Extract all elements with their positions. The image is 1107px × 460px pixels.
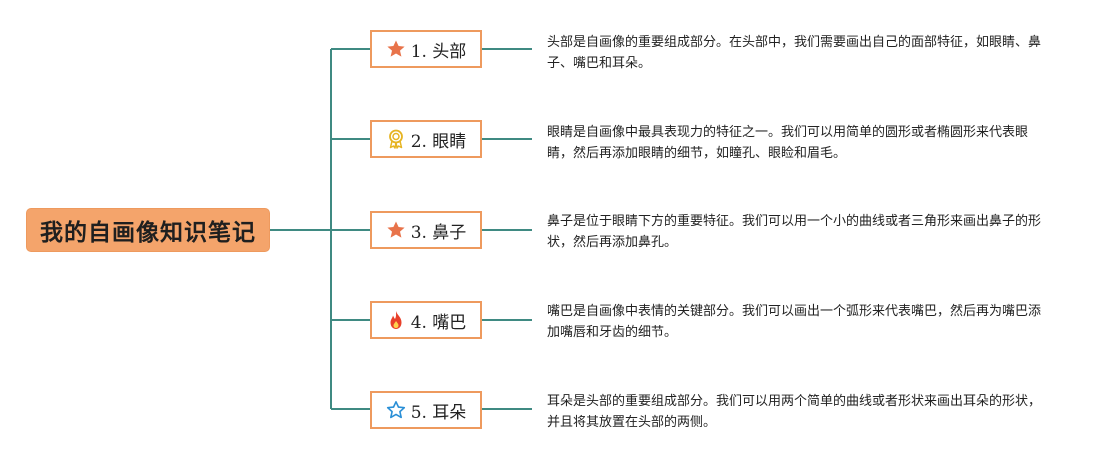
topic-node-eyes[interactable]: 2. 眼睛 [370, 120, 482, 158]
flame-icon [386, 310, 406, 330]
topic-node-ears[interactable]: 5. 耳朵 [370, 391, 482, 429]
topic-description: 头部是自画像的重要组成部分。在头部中，我们需要画出自己的面部特征，如眼睛、鼻子、… [547, 35, 1042, 71]
topic-description: 眼睛是自画像中最具表现力的特征之一。我们可以用简单的圆形或者椭圆形来代表眼睛，然… [547, 125, 1029, 161]
topic-description: 嘴巴是自画像中表情的关键部分。我们可以画出一个弧形来代表嘴巴，然后再为嘴巴添加嘴… [547, 304, 1042, 340]
root-node[interactable]: 我的自画像知识笔记 [26, 208, 270, 252]
topic-node-head[interactable]: 1. 头部 [370, 30, 482, 68]
topic-description: 鼻子是位于眼睛下方的重要特征。我们可以用一个小的曲线或者三角形来画出鼻子的形状，… [547, 214, 1042, 250]
topic-label: 1. 头部 [410, 41, 467, 62]
topic-label: 5. 耳朵 [410, 402, 467, 423]
star-outline-icon [386, 400, 406, 420]
award-medal-icon [386, 129, 406, 149]
topic-label: 4. 嘴巴 [410, 312, 467, 333]
topic-node-mouth[interactable]: 4. 嘴巴 [370, 301, 482, 339]
topic-description: 耳朵是头部的重要组成部分。我们可以用两个简单的曲线或者形状来画出耳朵的形状，并且… [547, 394, 1042, 430]
topic-label: 2. 眼睛 [410, 131, 467, 152]
topic-node-nose[interactable]: 3. 鼻子 [370, 211, 482, 249]
root-label: 我的自画像知识笔记 [40, 220, 256, 246]
star-filled-icon [386, 39, 406, 59]
topic-label: 3. 鼻子 [410, 222, 467, 243]
star-filled-icon [386, 220, 406, 240]
